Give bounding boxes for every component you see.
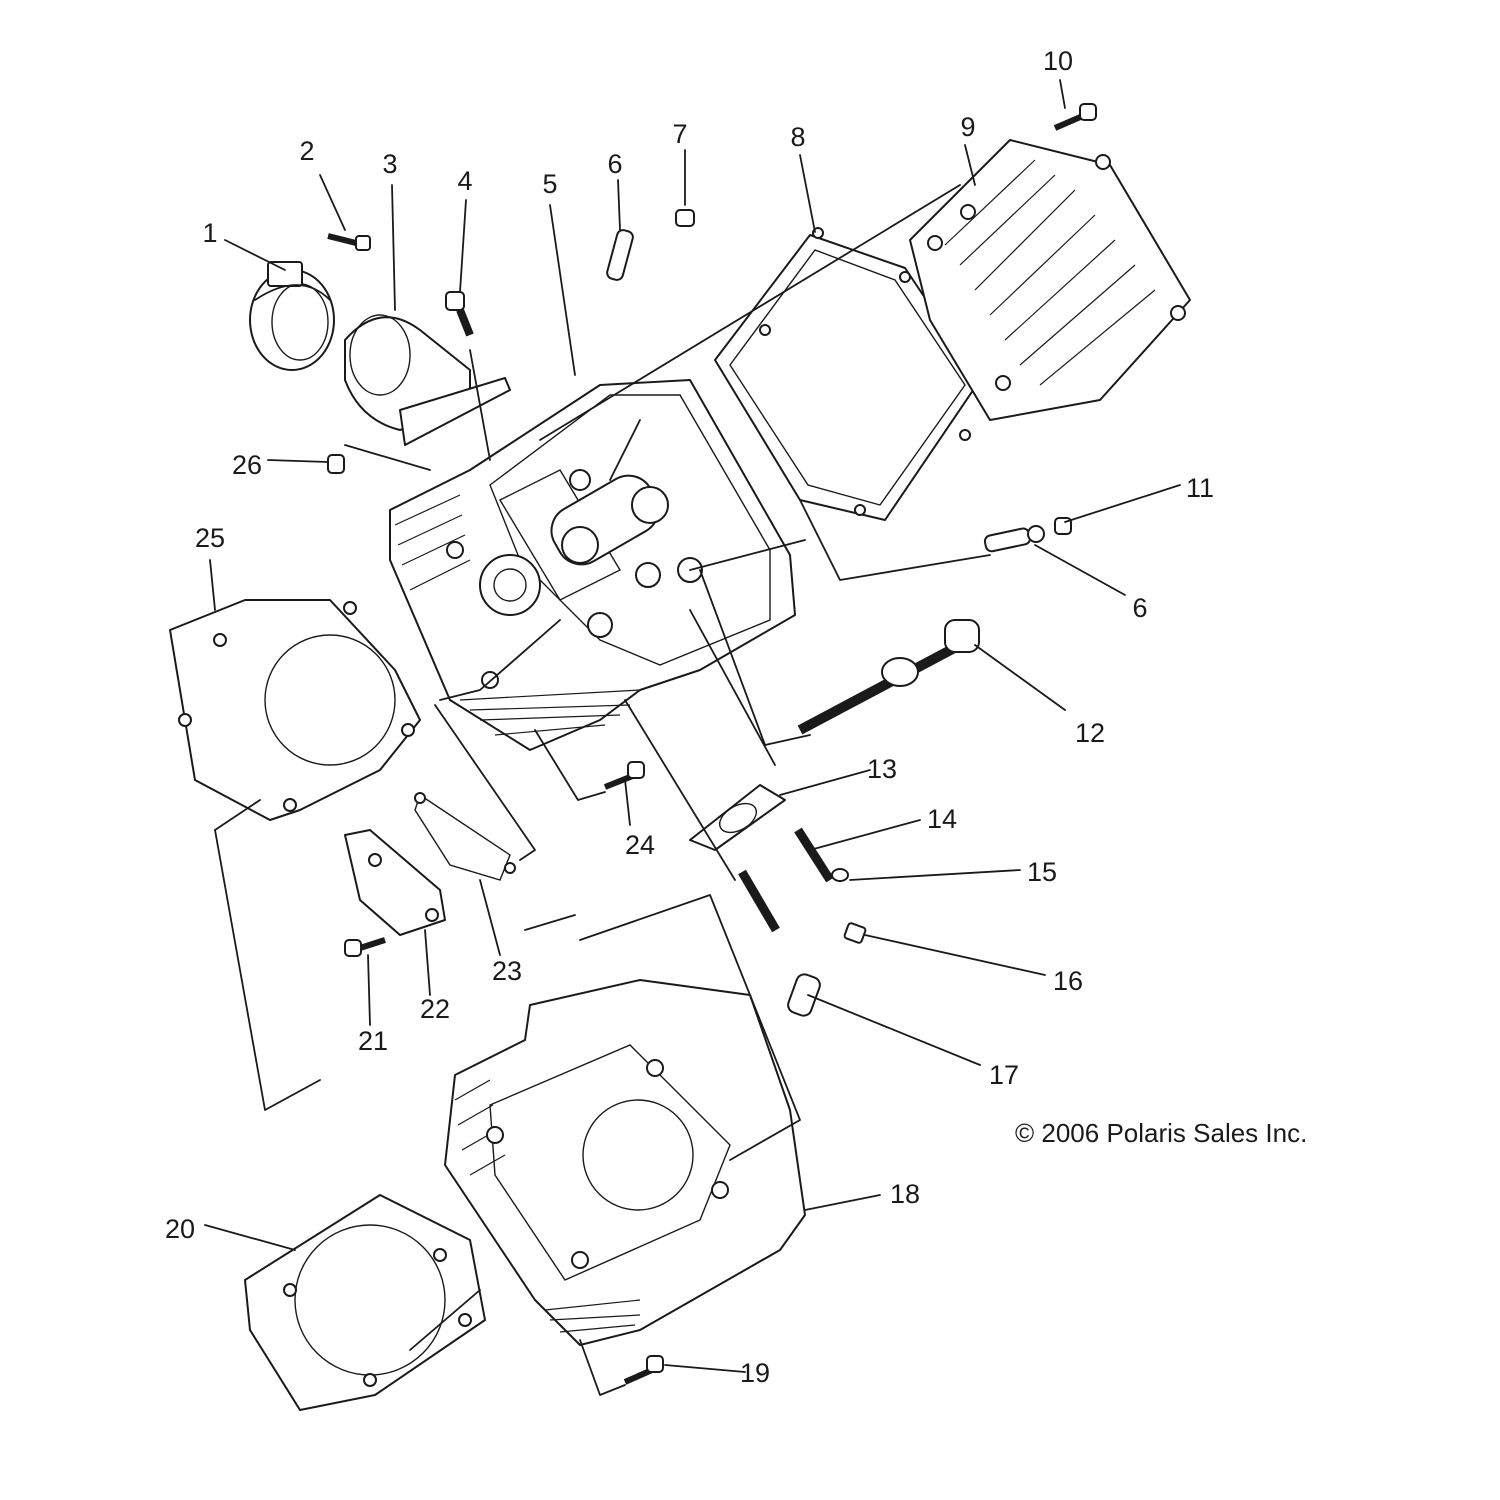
part-9-valve-cover xyxy=(909,139,1191,421)
part-1-hose-clamp xyxy=(249,261,335,371)
part-7-plug xyxy=(675,209,695,227)
callout-4: 4 xyxy=(457,166,472,196)
callout-16: 16 xyxy=(1053,966,1083,996)
part-26-dowel xyxy=(327,454,345,474)
part-10-cover-bolt xyxy=(1053,103,1097,131)
callout-19: 19 xyxy=(740,1358,770,1388)
callout-15: 15 xyxy=(1027,857,1057,887)
part-14-stud-second xyxy=(738,869,780,933)
callout-2: 2 xyxy=(299,136,314,166)
callout-11: 11 xyxy=(1186,473,1214,503)
callout-22: 22 xyxy=(420,994,450,1024)
callout-17: 17 xyxy=(989,1060,1019,1090)
callout-14: 14 xyxy=(927,804,957,834)
part-16-nut xyxy=(843,922,867,944)
callout-6-upper: 6 xyxy=(607,149,622,179)
callout-23: 23 xyxy=(492,956,522,986)
part-19-cylinder-bolt xyxy=(623,1355,664,1385)
part-3-intake-boot xyxy=(344,314,511,446)
part-14-stud xyxy=(794,827,834,883)
part-17-dowel xyxy=(787,973,821,1017)
callout-26: 26 xyxy=(232,450,262,480)
callout-3: 3 xyxy=(382,149,397,179)
part-23-oring-gasket xyxy=(414,792,516,881)
callout-24: 24 xyxy=(625,830,655,860)
part-18-cylinder xyxy=(444,979,806,1346)
callout-13: 13 xyxy=(867,754,897,784)
part-21-bolt xyxy=(344,937,386,957)
part-22-tensioner-cover xyxy=(344,829,446,936)
leader-lines xyxy=(204,79,1181,1396)
callout-7: 7 xyxy=(672,119,687,149)
callout-18: 18 xyxy=(890,1179,920,1209)
part-4-intake-bolt xyxy=(445,291,474,337)
callout-9: 9 xyxy=(960,112,975,142)
copyright-notice: © 2006 Polaris Sales Inc. xyxy=(1015,1118,1308,1148)
callout-20: 20 xyxy=(165,1214,195,1244)
callout-8: 8 xyxy=(790,122,805,152)
callout-25: 25 xyxy=(195,523,225,553)
part-2-clamp-screw xyxy=(327,233,371,251)
callout-10: 10 xyxy=(1043,46,1073,76)
part-13-exhaust-gasket xyxy=(689,784,786,851)
part-12-head-bolt xyxy=(797,619,980,735)
callout-6-lower: 6 xyxy=(1132,593,1147,623)
callout-21: 21 xyxy=(358,1026,388,1056)
part-20-base-gasket xyxy=(244,1194,486,1411)
part-24-bolt xyxy=(603,761,645,790)
callout-12: 12 xyxy=(1075,718,1105,748)
callout-5: 5 xyxy=(542,169,557,199)
part-15-washer xyxy=(831,868,849,882)
part-6-dowel-pin-lower xyxy=(983,525,1045,553)
part-25-head-gasket xyxy=(169,599,421,821)
callout-1: 1 xyxy=(202,218,217,248)
part-6-dowel-pin-upper xyxy=(606,229,634,281)
callout-labels: 1 2 3 4 5 6 7 8 9 10 11 6 12 13 14 15 16… xyxy=(165,46,1214,1388)
part-5-cylinder-head xyxy=(389,379,796,751)
